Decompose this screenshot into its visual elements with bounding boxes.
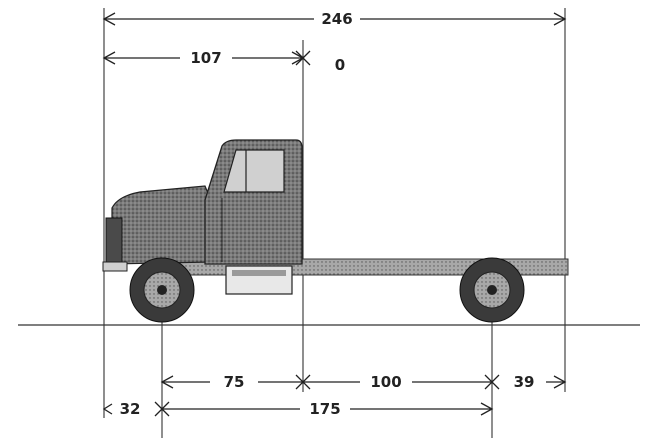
front-to-cab-label: 107 <box>190 49 221 67</box>
front-bumper <box>102 261 128 272</box>
step-plate <box>232 270 286 276</box>
dimension-row-axles: 75 100 39 <box>160 373 567 391</box>
cross-mark-icon <box>295 50 311 66</box>
rear-overhang-label: 39 <box>514 373 535 391</box>
dimension-front-to-cab: 107 0 <box>102 49 345 74</box>
arrow-left-icon <box>102 403 113 415</box>
truck-grille <box>105 217 123 263</box>
wheelbase-label: 175 <box>309 400 340 418</box>
cross-mark-icon <box>484 374 500 390</box>
rear-wheel-center <box>487 285 497 295</box>
arrow-left-icon <box>160 375 174 389</box>
dimension-overall-length: 246 <box>102 10 567 28</box>
truck-illustration <box>102 139 569 323</box>
arrow-left-icon <box>102 51 116 65</box>
truck-hood <box>111 185 211 265</box>
arrow-left-icon <box>102 12 116 26</box>
arrow-right-icon <box>553 12 567 26</box>
axle-to-cab-label: 75 <box>224 373 245 391</box>
cab-window <box>223 149 285 193</box>
front-overhang-label: 32 <box>120 400 141 418</box>
cab-to-rear-axle-label: 100 <box>370 373 401 391</box>
overall-length-label: 246 <box>321 10 352 28</box>
cab-reference-label: 0 <box>335 56 345 74</box>
extension-lines <box>103 8 566 438</box>
dimension-row-wheelbase: 32 175 <box>102 400 494 418</box>
arrow-right-icon <box>480 402 494 416</box>
front-wheel-center <box>157 285 167 295</box>
